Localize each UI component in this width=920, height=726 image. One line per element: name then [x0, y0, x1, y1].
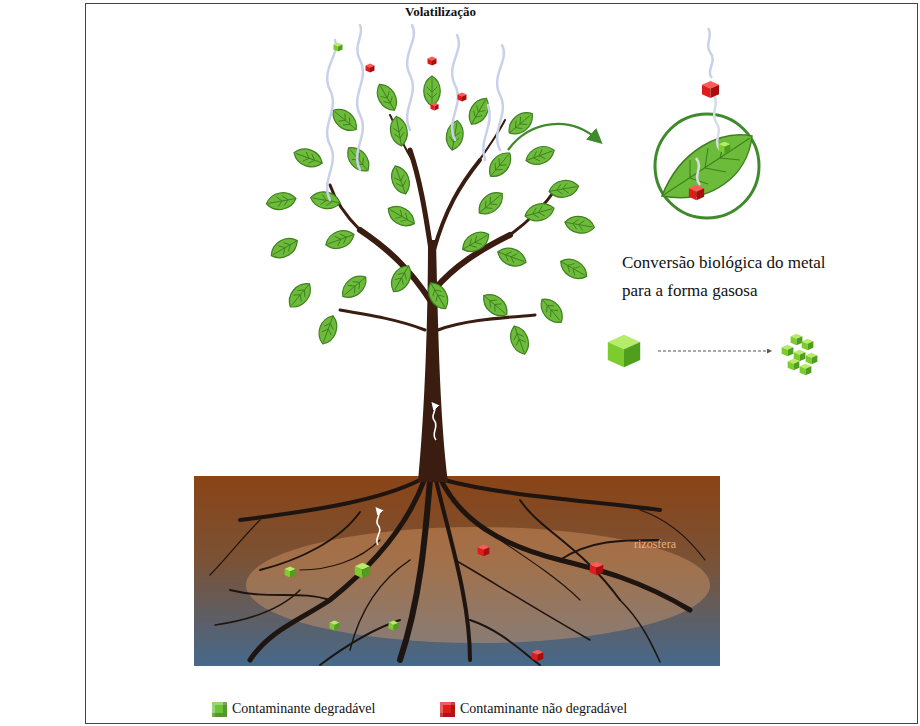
legend-swatch	[212, 702, 227, 717]
legend-swatch	[440, 702, 455, 717]
process-label: Conversão biológica do metal para a form…	[622, 249, 834, 305]
legend-text: Contaminante não degradável	[460, 701, 627, 717]
zone-label: rizosfera	[634, 537, 714, 551]
diagram-title: Volatilização	[405, 4, 476, 20]
legend-text: Contaminante degradável	[232, 701, 375, 717]
